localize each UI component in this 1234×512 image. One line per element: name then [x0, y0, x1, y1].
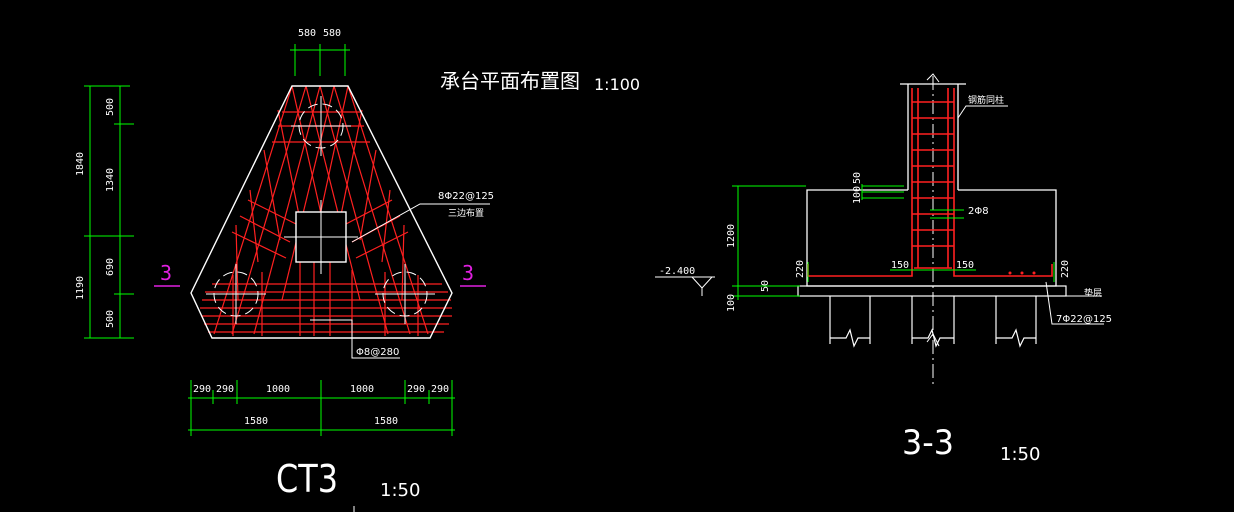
- section-cap-outline: [806, 189, 1057, 287]
- section-dimensions: [732, 184, 1055, 300]
- section-rebar: [807, 88, 1053, 277]
- top-dim-2: 580: [323, 28, 341, 39]
- bottom-dim-5: 290: [407, 384, 425, 395]
- section-mark-right: 3: [462, 261, 474, 285]
- section-dim-1200: 1200: [726, 224, 737, 248]
- bottom-dim-1: 290: [193, 384, 211, 395]
- section-piles: [829, 296, 1037, 348]
- left-dim-inner-3: 690: [105, 258, 116, 276]
- note-stirrup: 2Φ8: [968, 206, 989, 217]
- section-col-left-dim: 150: [891, 260, 909, 271]
- bottom-dim-4: 1000: [350, 384, 374, 395]
- plan-bottom-dimensions: [188, 380, 455, 436]
- bottom-dim-lower-2: 1580: [374, 416, 398, 427]
- pile-cap-plan: 580 580 1840 1190 500 1340 690 500: [75, 28, 640, 501]
- section-dim-100-top: 100: [852, 186, 863, 204]
- plan-title: 承台平面布置图: [440, 69, 580, 93]
- section-scale: 1:50: [1000, 444, 1040, 465]
- pile-cap-outline: [190, 85, 453, 339]
- pile-circles: [206, 96, 435, 324]
- section-col-right-dim: 150: [956, 260, 974, 271]
- bottom-dim-6: 290: [431, 384, 449, 395]
- plan-scale: 1:50: [380, 480, 420, 501]
- bottom-dim-lower-1: 1580: [244, 416, 268, 427]
- plan-left-dimensions: [84, 85, 134, 339]
- plan-top-dimensions: [290, 44, 350, 76]
- note-bottom-bars: 7Φ22@125: [1056, 314, 1112, 325]
- note-cushion: 垫层: [1084, 287, 1102, 299]
- section-dim-50-bottom: 50: [760, 280, 771, 292]
- plan-rebar-mesh: [200, 85, 452, 336]
- bottom-dim-3: 1000: [266, 384, 290, 395]
- section-dim-100-bottom: 100: [726, 294, 737, 312]
- rebar-note-arrangement: 三边布置: [448, 207, 484, 219]
- rebar-note-main: 8Φ22@125: [438, 191, 494, 202]
- plan-leaders: [310, 203, 490, 359]
- section-dim-side-left: 220: [795, 260, 806, 278]
- note-column-rebar: 钢筋同柱: [968, 94, 1004, 106]
- section-leaders: [957, 105, 1104, 325]
- left-dim-outer-2: 1190: [75, 276, 86, 300]
- plan-title-scale: 1:100: [594, 75, 640, 94]
- elevation-label: -2.400: [659, 266, 695, 277]
- left-dim-inner-4: 500: [105, 310, 116, 328]
- left-dim-inner-2: 1340: [105, 168, 116, 192]
- section-dim-side-right: 220: [1060, 260, 1071, 278]
- elevation-marker: [655, 276, 715, 296]
- rebar-note-stirrup: Φ8@280: [356, 347, 399, 358]
- cushion-layer: [797, 285, 1067, 297]
- left-dim-outer-1: 1840: [75, 152, 86, 176]
- top-dim-1: 580: [298, 28, 316, 39]
- section-mark-left: 3: [160, 261, 172, 285]
- section-dim-50-top: 50: [852, 172, 863, 184]
- bottom-dim-2: 290: [216, 384, 234, 395]
- section-label: 3-3: [902, 423, 954, 463]
- left-dim-inner-1: 500: [105, 98, 116, 116]
- section-3-3: -2.400 1200 100 50 100 50 220 220 150 15…: [655, 73, 1112, 465]
- plan-label: CT3: [276, 457, 338, 501]
